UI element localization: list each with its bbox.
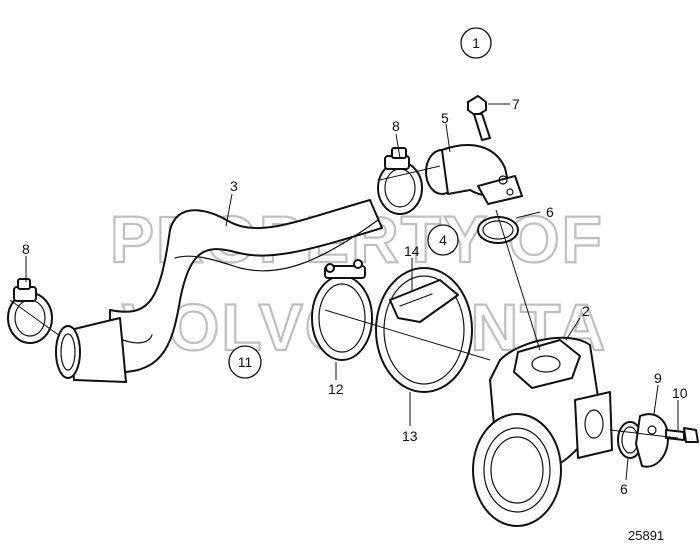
callout-2: 2 xyxy=(582,303,590,319)
hose-cuff-part-11 xyxy=(55,317,127,383)
callout-13: 13 xyxy=(402,428,418,444)
circled-group-label-1: 1 xyxy=(460,27,492,59)
group-label-11: 11 xyxy=(238,354,253,370)
o-ring-part-6-upper xyxy=(477,216,519,244)
group-label-1: 1 xyxy=(472,35,480,51)
elbow-part-5 xyxy=(425,144,523,205)
figure-reference-number: 25891 xyxy=(628,528,664,543)
circled-group-label-4: 4 xyxy=(427,224,459,256)
callout-8-left: 8 xyxy=(22,241,30,257)
v-band-clamp-part-12 xyxy=(311,259,373,361)
callout-7: 7 xyxy=(512,96,520,112)
callout-5: 5 xyxy=(441,110,449,126)
callout-12: 12 xyxy=(328,381,344,397)
housing-part-2 xyxy=(472,336,613,527)
callout-14: 14 xyxy=(404,243,420,259)
circled-group-label-11: 11 xyxy=(228,345,262,379)
bolt-part-10 xyxy=(665,427,699,443)
callout-10: 10 xyxy=(672,385,688,401)
callout-3: 3 xyxy=(230,178,238,194)
cover-plate-part-9 xyxy=(635,413,669,468)
hose-part-3 xyxy=(109,199,383,374)
group-label-4: 4 xyxy=(439,232,447,248)
callout-6-upper: 6 xyxy=(546,204,554,220)
hose-clamp-part-8-left xyxy=(7,278,53,344)
callout-9: 9 xyxy=(654,370,662,386)
callout-numbers: 2 3 5 6 6 7 8 8 9 10 12 13 14 xyxy=(22,96,688,497)
assembly-centerlines xyxy=(9,165,679,439)
bolt-part-7 xyxy=(467,95,491,141)
callout-6-lower: 6 xyxy=(620,481,628,497)
callout-leaders xyxy=(25,103,679,481)
clip-part-14 xyxy=(389,279,459,323)
callout-8-right: 8 xyxy=(392,118,400,134)
